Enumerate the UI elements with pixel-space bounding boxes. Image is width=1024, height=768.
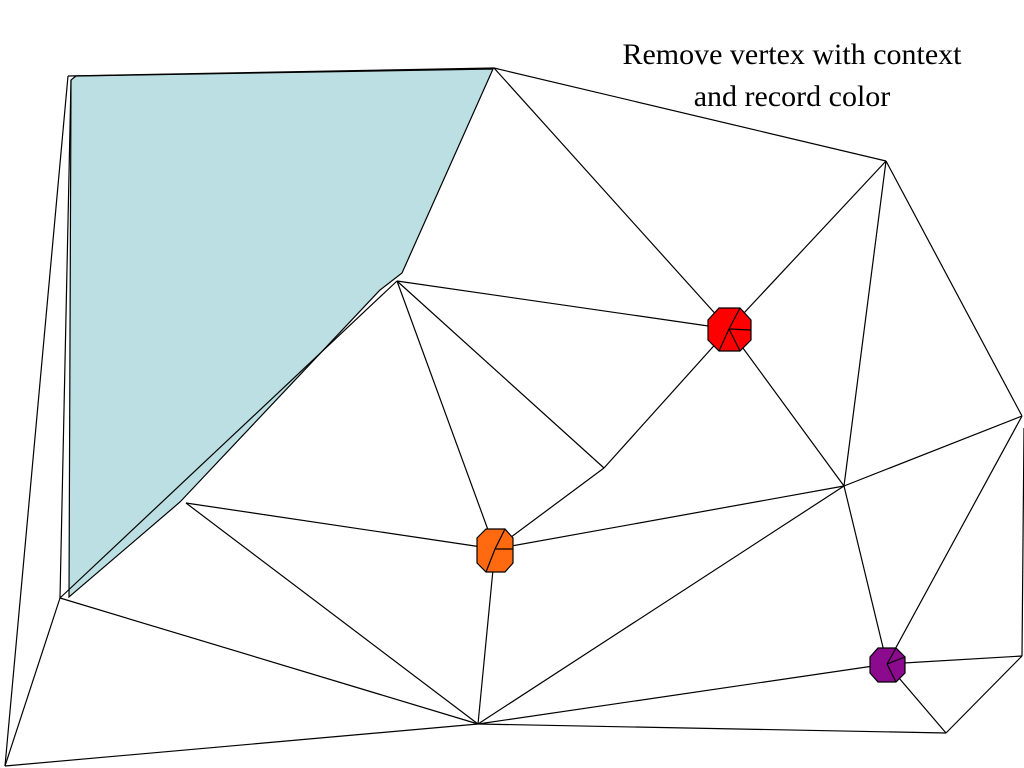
mesh-edge [728, 328, 845, 487]
mesh-edge [477, 548, 496, 725]
vertex-spoke [728, 307, 741, 330]
mesh-edge [494, 485, 845, 550]
mesh-edge [477, 663, 888, 725]
mesh-edge [477, 485, 845, 725]
mesh-edge [603, 328, 730, 469]
mesh-edge [843, 415, 1023, 487]
mesh-edge [843, 485, 888, 665]
mesh-edge [4, 75, 69, 767]
mesh-edges [4, 67, 1024, 767]
vertex-spoke [718, 328, 730, 352]
mesh-edge [59, 79, 72, 599]
mesh-edge [477, 723, 947, 734]
vertex-spoke [886, 663, 897, 683]
mesh-edge [843, 160, 887, 487]
mesh-edge [494, 467, 605, 550]
mesh-edge [67, 67, 495, 77]
mesh-edge [493, 67, 887, 162]
mesh-edge [4, 723, 479, 767]
vertex-spoke [728, 328, 741, 352]
vertex-spoke [886, 656, 906, 665]
mesh-edge [396, 280, 605, 469]
mesh-edge [4, 597, 61, 767]
mesh-edge [185, 502, 496, 550]
mesh-edge [728, 160, 887, 330]
mesh-edge [59, 597, 479, 725]
mesh-edge [59, 280, 398, 599]
mesh-edge [396, 280, 730, 330]
vertex-spoke [728, 328, 752, 331]
vertex-spoke [886, 647, 897, 665]
mesh-edge [493, 67, 730, 330]
shaded-region [68, 68, 494, 599]
mesh-edge [945, 655, 1023, 734]
slide-title: Remove vertex with context and record co… [560, 34, 1024, 118]
vertex-spoke [485, 548, 496, 573]
mesh-edge [185, 502, 479, 725]
mesh-edge [886, 415, 1023, 665]
mesh-edge [885, 160, 1023, 417]
vertex-spoke [494, 528, 506, 550]
slide-title-line-2: and record color [693, 80, 891, 113]
mesh-edge [396, 280, 496, 550]
mesh-edge [886, 655, 1023, 665]
slide-title-line-1: Remove vertex with context [622, 38, 962, 71]
